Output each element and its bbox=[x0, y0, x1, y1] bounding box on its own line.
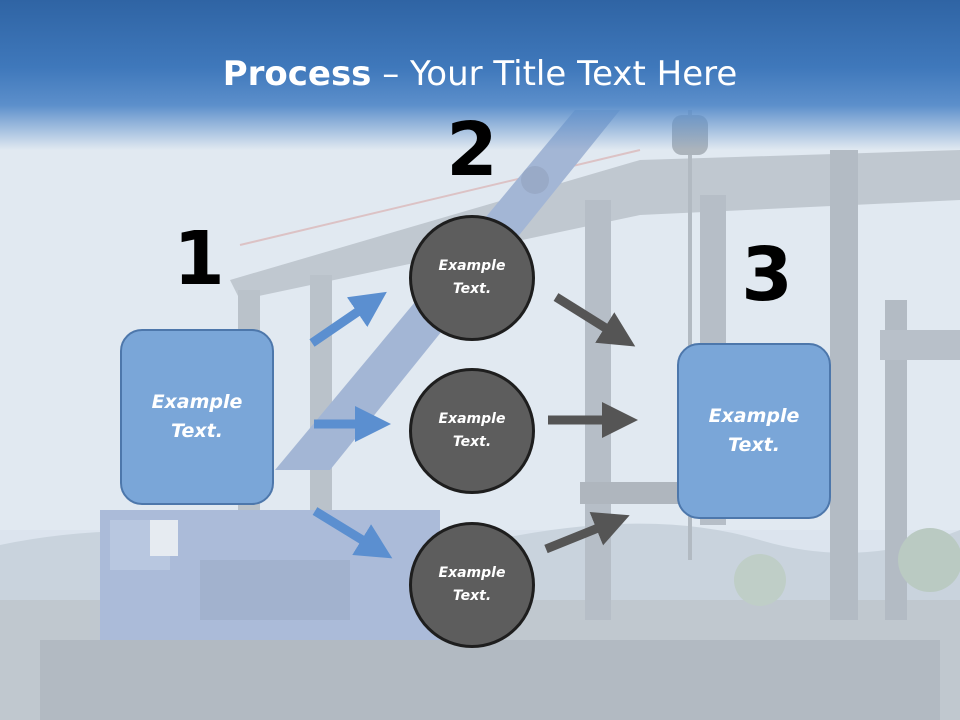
slide-title: Process – Your Title Text Here bbox=[0, 52, 960, 96]
title-band bbox=[0, 0, 960, 150]
right-step-box-text: Example Text. bbox=[708, 405, 800, 456]
step-number-2: 2 bbox=[446, 107, 498, 193]
left-step-box: Example Text. bbox=[120, 329, 274, 505]
right-step-box: Example Text. bbox=[677, 343, 831, 519]
step-number-3: 3 bbox=[741, 232, 793, 318]
process-circle-top: Example Text. bbox=[409, 215, 535, 341]
step-number-1: 1 bbox=[173, 216, 225, 302]
left-step-box-text: Example Text. bbox=[151, 391, 243, 442]
process-circle-top-text: Example Text. bbox=[438, 258, 506, 297]
process-circle-middle: Example Text. bbox=[409, 368, 535, 494]
title-bold-part: Process bbox=[222, 54, 372, 94]
blue-arrow-down bbox=[312, 507, 393, 559]
process-circle-bottom: Example Text. bbox=[409, 522, 535, 648]
title-rest-part: – Your Title Text Here bbox=[371, 54, 738, 94]
dark-arrow-down bbox=[553, 293, 636, 347]
process-circle-middle-text: Example Text. bbox=[438, 411, 506, 450]
process-circle-bottom-text: Example Text. bbox=[438, 565, 506, 604]
blue-arrow-up bbox=[309, 291, 387, 347]
dark-arrow-up bbox=[544, 512, 630, 554]
